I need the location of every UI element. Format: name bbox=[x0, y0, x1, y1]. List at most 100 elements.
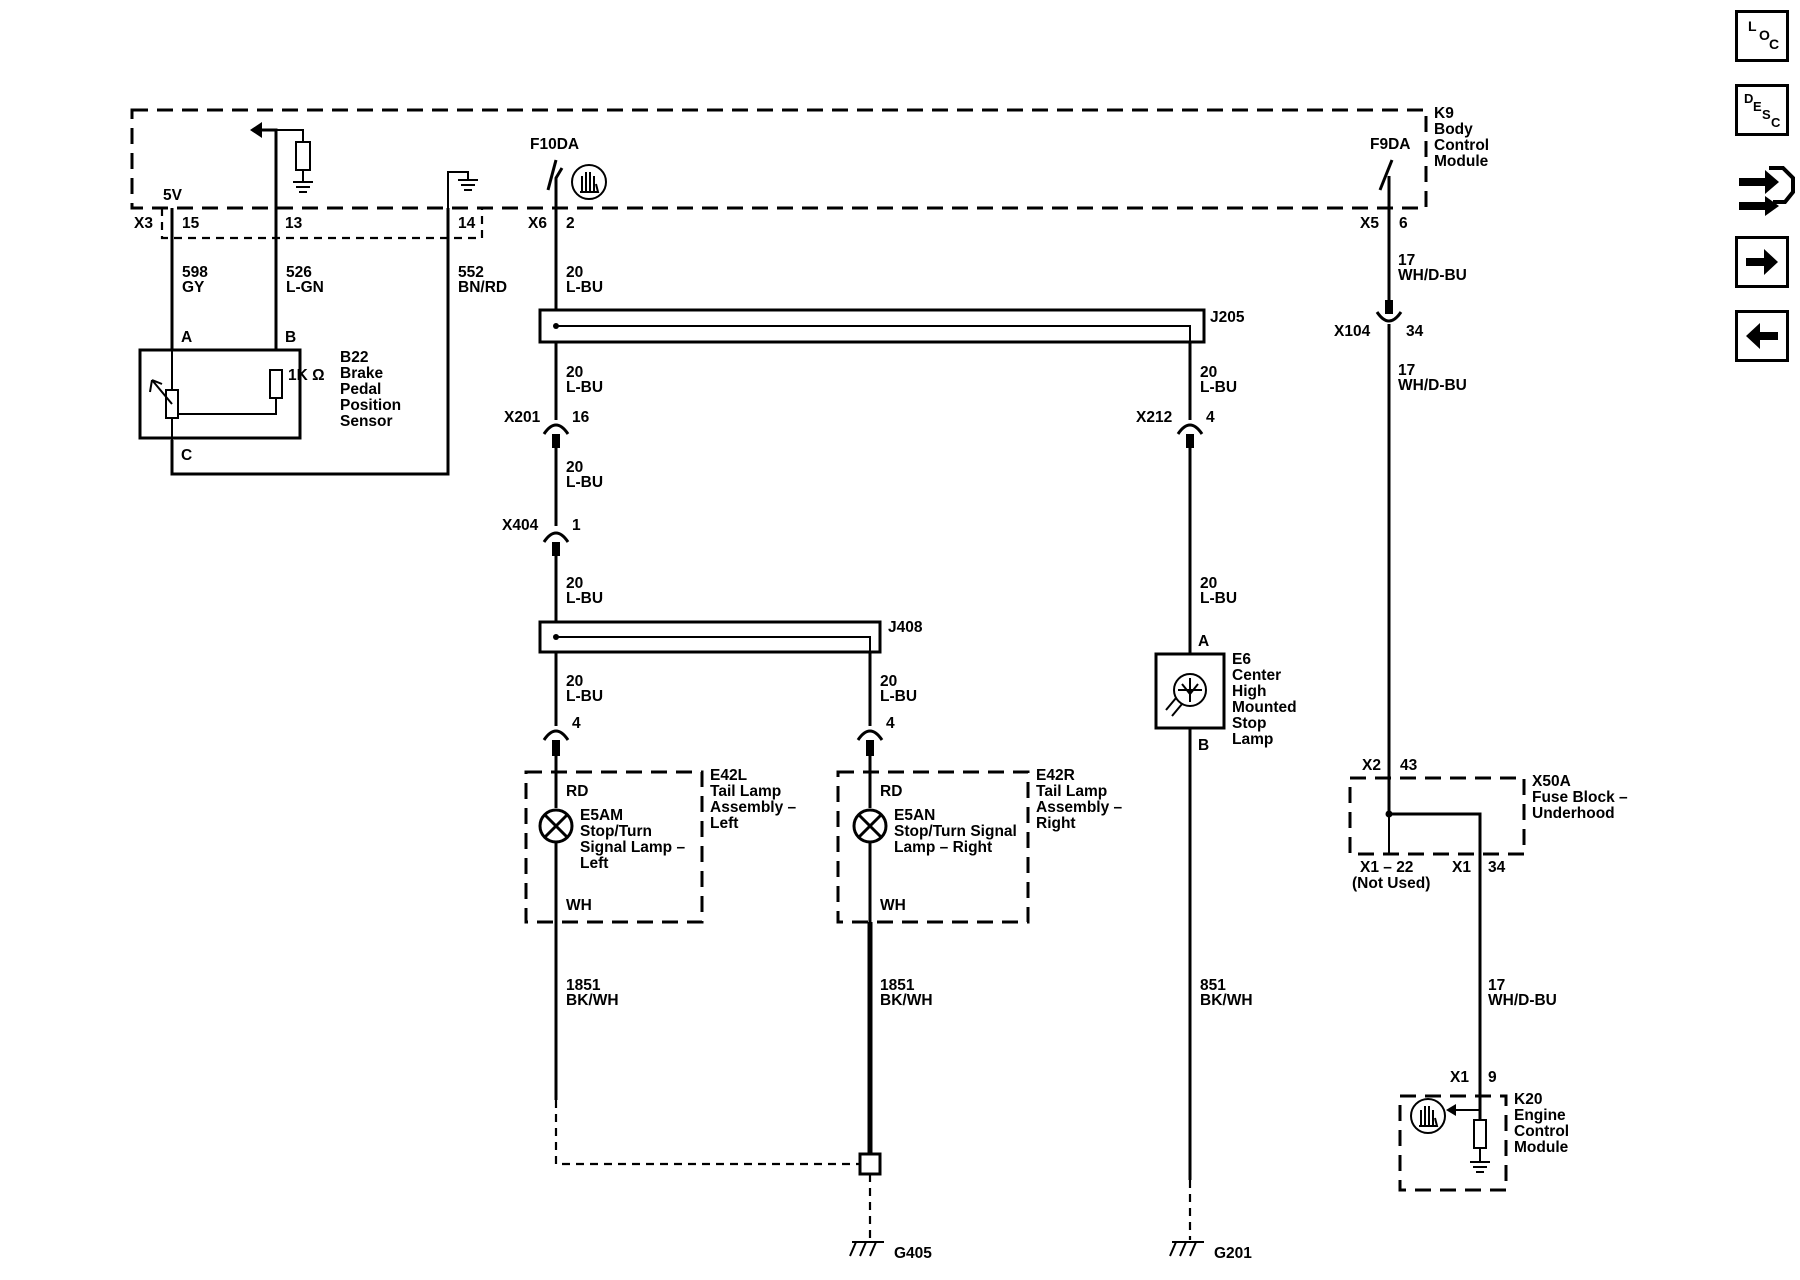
k9-pin-15: 15 bbox=[182, 215, 200, 232]
x104-label: X104 bbox=[1334, 323, 1371, 340]
wire-552-color: BN/RD bbox=[458, 279, 507, 296]
x50a-x2: X2 bbox=[1362, 757, 1381, 774]
ground-g405: G405 bbox=[849, 1241, 932, 1262]
description-button[interactable]: D E S C bbox=[1735, 84, 1789, 136]
wire-20-lbu-h-number: 20 bbox=[1200, 575, 1217, 592]
wire-20-lbu-g-color: L-BU bbox=[1200, 379, 1237, 396]
e42r-lamp-name-2: Lamp – Right bbox=[894, 839, 992, 856]
e6-name-4: Stop bbox=[1232, 715, 1266, 732]
connector-x104: X104 34 bbox=[1334, 311, 1424, 340]
k9-x6-label: X6 bbox=[528, 215, 547, 232]
k20-x1: X1 bbox=[1450, 1069, 1469, 1086]
e42l-tail-lamp-assembly-left: RD E5AM Stop/Turn Signal Lamp – Left WH … bbox=[524, 756, 797, 924]
wire-20-lbu-a-number: 20 bbox=[566, 264, 583, 281]
connector-view-button[interactable] bbox=[1735, 156, 1795, 218]
e6-ref: E6 bbox=[1232, 651, 1251, 668]
connector-x404: X404 1 bbox=[502, 517, 581, 556]
e6-pin-a: A bbox=[1198, 633, 1209, 650]
e42r-lamp-ref: E5AN bbox=[894, 807, 935, 824]
e42r-name-2: Assembly – bbox=[1036, 799, 1123, 816]
fuse-f9da-label: F9DA bbox=[1370, 136, 1410, 153]
e42l-name-1: Tail Lamp bbox=[710, 783, 781, 800]
wire-17-a-number: 17 bbox=[1398, 252, 1415, 269]
x201-pin: 16 bbox=[572, 409, 590, 426]
e6-name-2: High bbox=[1232, 683, 1266, 700]
e42r-wh: WH bbox=[880, 897, 906, 914]
wire-598-color: GY bbox=[182, 279, 205, 296]
b22-pin-a: A bbox=[181, 329, 192, 346]
e42l-lamp-ref: E5AM bbox=[580, 807, 623, 824]
wire-1851-left-number: 1851 bbox=[566, 977, 601, 994]
wire-20-lbu-f-color: L-BU bbox=[880, 688, 917, 705]
k9-ref: K9 bbox=[1434, 105, 1454, 122]
connector-x201: X201 16 bbox=[504, 409, 590, 448]
connector-x212: X212 4 bbox=[1136, 409, 1215, 448]
ground-g201-label: G201 bbox=[1214, 1245, 1252, 1262]
wire-17-b-number: 17 bbox=[1398, 362, 1415, 379]
location-icon: L O C bbox=[1748, 18, 1779, 52]
e42r-ref: E42R bbox=[1036, 767, 1075, 784]
wiring-diagram: K9 Body Control Module 5V X3 15 13 14 X6… bbox=[130, 105, 1628, 1262]
e6-name-1: Center bbox=[1232, 667, 1281, 684]
x50a-fuse-block-underhood: X2 43 X50A Fuse Block – Underhood X1 – 2… bbox=[1348, 757, 1628, 892]
wire-17-a-color: WH/D-BU bbox=[1398, 267, 1467, 284]
desc-letter-d: D bbox=[1744, 91, 1753, 106]
e6-center-high-mounted-stop-lamp: A B E6 Center High Mounted Stop Lamp bbox=[1154, 633, 1297, 754]
e6-name-5: Lamp bbox=[1232, 731, 1273, 748]
e42r-lamp-name-1: Stop/Turn Signal bbox=[894, 823, 1017, 840]
wire-17-c-color: WH/D-BU bbox=[1488, 992, 1557, 1009]
b22-name-3: Position bbox=[340, 397, 401, 414]
x50a-name-2: Underhood bbox=[1532, 805, 1615, 822]
wire-552-number: 552 bbox=[458, 264, 484, 281]
e42r-tail-lamp-assembly-right: RD E5AN Stop/Turn Signal Lamp – Right WH… bbox=[836, 756, 1123, 924]
k9-name-3: Module bbox=[1434, 153, 1489, 170]
wire-17-c-number: 17 bbox=[1488, 977, 1505, 994]
k20-pin: 9 bbox=[1488, 1069, 1497, 1086]
e42r-name-3: Right bbox=[1036, 815, 1076, 832]
k9-pin-2: 2 bbox=[566, 215, 575, 232]
e42l-lamp-name-2: Signal Lamp – bbox=[580, 839, 685, 856]
x104-pin: 34 bbox=[1406, 323, 1424, 340]
wire-851-color: BK/WH bbox=[1200, 992, 1253, 1009]
k20-engine-control-module: X1 9 K20 Engine Control Module bbox=[1398, 1069, 1569, 1192]
e42r-rd: RD bbox=[880, 783, 902, 800]
k9-pin-6: 6 bbox=[1399, 215, 1408, 232]
x50a-ref: X50A bbox=[1532, 773, 1571, 790]
previous-page-button[interactable] bbox=[1735, 310, 1789, 362]
location-button[interactable]: L O C bbox=[1735, 10, 1789, 62]
wire-20-lbu-a-color: L-BU bbox=[566, 279, 603, 296]
arrow-left-icon bbox=[1746, 323, 1778, 349]
wire-526-color: L-GN bbox=[286, 279, 324, 296]
e42l-name-2: Assembly – bbox=[710, 799, 797, 816]
description-icon: D E S C bbox=[1744, 91, 1781, 130]
k9-name-1: Body bbox=[1434, 121, 1473, 138]
b22-name-4: Sensor bbox=[340, 413, 393, 430]
x50a-x1-22: X1 – 22 bbox=[1360, 859, 1413, 876]
splice-j205: J205 bbox=[538, 308, 1245, 344]
wire-1851-left-color: BK/WH bbox=[566, 992, 619, 1009]
x404-pin: 1 bbox=[572, 517, 581, 534]
x50a-x1: X1 bbox=[1452, 859, 1471, 876]
wire-598-number: 598 bbox=[182, 264, 208, 281]
b22-pin-c: C bbox=[181, 447, 192, 464]
loc-letter-o: O bbox=[1759, 27, 1770, 43]
wire-526-number: 526 bbox=[286, 264, 312, 281]
x50a-name-1: Fuse Block – bbox=[1532, 789, 1628, 806]
wire-1851-right-number: 1851 bbox=[880, 977, 915, 994]
b22-brake-pedal-position-sensor: A B C 1K Ω B22 Brake Pedal Position Sens… bbox=[138, 329, 401, 464]
e42l-lamp-name-1: Stop/Turn bbox=[580, 823, 652, 840]
wire-20-lbu-c-number: 20 bbox=[566, 459, 583, 476]
connector-view-icon bbox=[1739, 166, 1795, 216]
x50a-x1-pin: 34 bbox=[1488, 859, 1506, 876]
b22-resistor-label: 1K Ω bbox=[288, 367, 325, 384]
x212-label: X212 bbox=[1136, 409, 1172, 426]
e42r-connector-pin: 4 bbox=[886, 715, 895, 732]
k9-pin-14: 14 bbox=[458, 215, 476, 232]
k9-x5-label: X5 bbox=[1360, 215, 1379, 232]
k9-pin-13: 13 bbox=[285, 215, 303, 232]
splice-j408: J408 bbox=[538, 619, 923, 654]
wire-1851-right-color: BK/WH bbox=[880, 992, 933, 1009]
next-page-button[interactable] bbox=[1735, 236, 1789, 288]
wire-20-lbu-b-color: L-BU bbox=[566, 379, 603, 396]
loc-letter-l: L bbox=[1748, 18, 1757, 34]
